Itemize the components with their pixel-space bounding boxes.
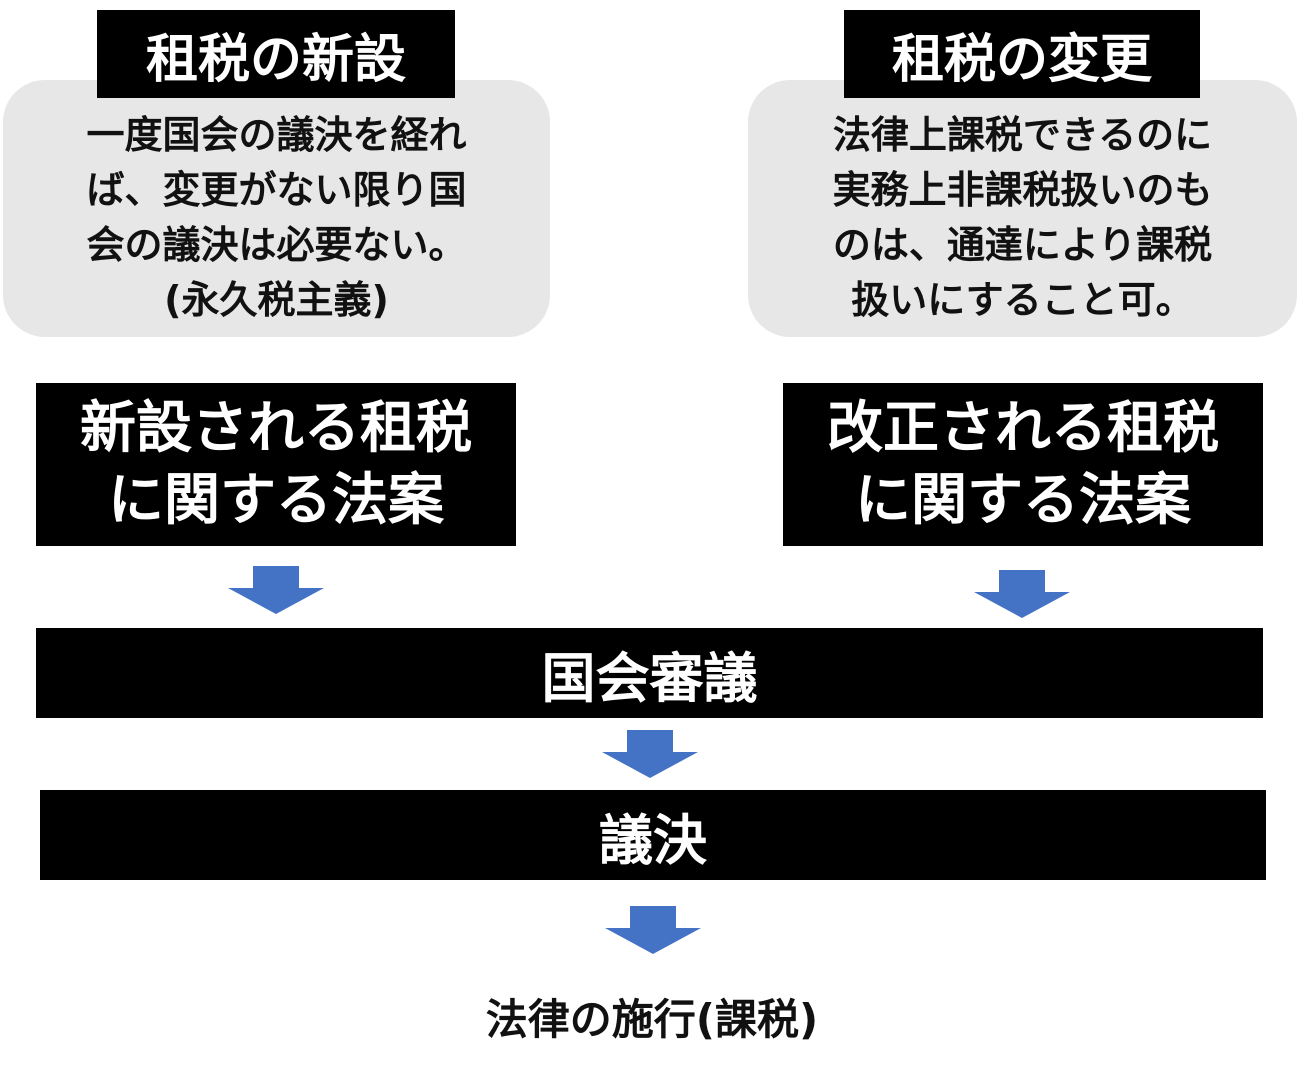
- left-note-line: ば、変更がない限り国: [86, 167, 467, 212]
- deliberation-bar: 国会審議: [36, 628, 1263, 718]
- left-note-box: 一度国会の議決を経れ ば、変更がない限り国 会の議決は必要ない。 (永久税主義): [3, 80, 550, 337]
- right-note-box: 法律上課税できるのに 実務上非課税扱いのも のは、通達により課税 扱いにすること…: [748, 80, 1297, 337]
- right-bill-box: 改正される租税 に関する法案: [783, 383, 1263, 546]
- down-arrow-icon: [605, 906, 701, 954]
- left-bill-box: 新設される租税 に関する法案: [36, 383, 516, 546]
- right-bill-line: 改正される租税: [827, 395, 1219, 461]
- down-arrow-icon: [602, 730, 698, 778]
- left-note-line: (永久税主義): [164, 277, 389, 322]
- enforcement-text: 法律の施行(課税): [485, 995, 819, 1044]
- left-note-line: 会の議決は必要ない。: [86, 222, 467, 267]
- right-bill-line: に関する法案: [855, 467, 1191, 533]
- right-note-line: 実務上非課税扱いのも: [832, 167, 1213, 212]
- left-note-line: 一度国会の議決を経れ: [86, 112, 467, 157]
- down-arrow-icon: [228, 566, 324, 614]
- right-note-line: のは、通達により課税: [832, 222, 1213, 267]
- right-title: 租税の変更: [844, 10, 1200, 98]
- right-note-line: 扱いにすること可。: [851, 277, 1194, 322]
- left-bill-line: 新設される租税: [80, 395, 472, 461]
- right-note-line: 法律上課税できるのに: [832, 112, 1213, 157]
- left-title: 租税の新設: [97, 10, 455, 98]
- left-bill-line: に関する法案: [108, 467, 444, 533]
- resolution-bar: 議決: [40, 790, 1266, 880]
- down-arrow-icon: [974, 570, 1070, 618]
